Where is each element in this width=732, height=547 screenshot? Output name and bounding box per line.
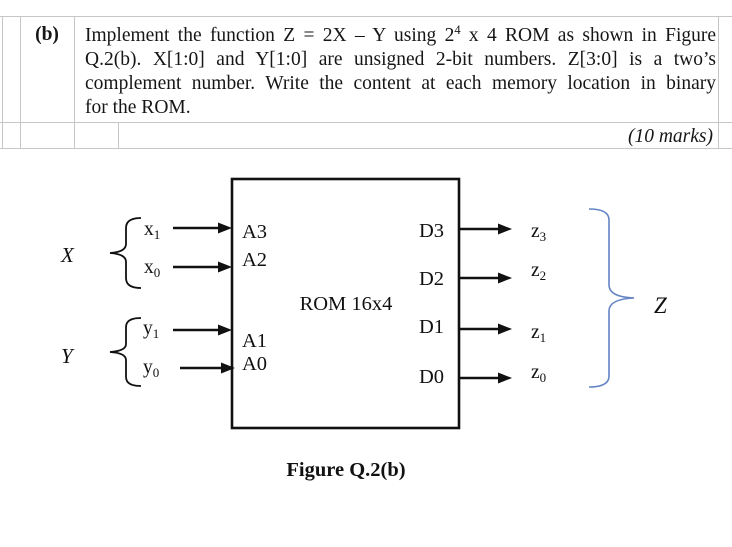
output-arrow-z3 [459,223,512,235]
input-arrow-y1 [173,324,232,336]
question-line1-pre: Implement the function Z = 2X – Y using … [85,25,455,46]
input-arrow-y0 [180,362,235,374]
table-border-middle [0,122,732,123]
input-arrow-x0 [173,261,232,273]
question-part-label: (b) [35,24,59,45]
signal-label-z2: z2 [531,260,546,283]
question-text-line-1: Implement the function Z = 2X – Y using … [85,23,717,48]
table-border-right [718,16,719,148]
rom-chip-box [230,177,461,430]
signal-label-z0: z0 [531,362,546,385]
pin-label-a2: A2 [242,249,267,271]
x-group-brace [109,217,142,289]
input-arrow-x1 [173,222,232,234]
z-group-brace [588,208,635,388]
table-border-top [0,16,732,17]
table-border-col1 [20,16,21,148]
signal-label-z1: z1 [531,322,546,345]
signal-label-x1: x1 [144,219,160,242]
output-arrow-z2 [459,272,512,284]
marks-label: (10 marks) [627,126,713,147]
pin-label-a1: A1 [242,330,267,352]
question-line1-post: x 4 ROM as shown in Figure [460,25,717,46]
figure-caption: Figure Q.2(b) [286,459,405,481]
pin-label-d1: D1 [419,316,444,338]
bus-label-z: Z [654,293,667,318]
table-border-bottom [0,148,732,149]
question-text-line-4: for the ROM. [85,97,191,118]
bus-label-y: Y [61,344,75,368]
output-arrow-z1 [459,323,512,335]
pin-label-d2: D2 [419,268,444,290]
table-border-col2 [74,16,75,148]
table-border-marks-col [118,122,119,148]
question-text-line-2: Q.2(b). X[1:0] and Y[1:0] are unsigned 2… [85,49,716,70]
signal-label-x0: x0 [144,257,160,280]
pin-label-d0: D0 [419,366,444,388]
signal-label-y1: y1 [143,318,159,341]
pin-label-d3: D3 [419,220,444,242]
y-group-brace [109,317,142,387]
question-text-line-3: complement number. Write the content at … [85,73,716,94]
bus-label-x: X [60,243,75,267]
rom-chip-label: ROM 16x4 [300,293,393,315]
signal-label-y0: y0 [143,357,159,380]
pin-label-a3: A3 [242,221,267,243]
pin-label-a0: A0 [242,353,267,375]
signal-label-z3: z3 [531,221,546,244]
table-border-left [2,16,3,148]
output-arrow-z0 [459,372,512,384]
question-line1-superscript: 4 [454,23,461,37]
